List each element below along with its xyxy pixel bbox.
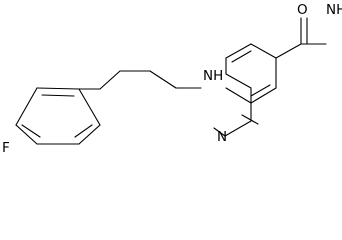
amide-nitrogen-text: NH [326,2,342,18]
amide-nitrogen-label: NH2 [326,2,342,21]
amide-oxygen-label: O [297,2,308,18]
fluorine-label: F [2,140,10,156]
fluorophenyl-ring [15,87,101,145]
pyridine-ring [213,43,277,137]
ethyl-linker [78,70,202,90]
pyridine-nitrogen-label: N [217,129,227,145]
amine-label: NH [203,68,223,84]
amide-group [275,17,327,59]
structure-diagram: F NH N O NH2 [2,2,342,156]
